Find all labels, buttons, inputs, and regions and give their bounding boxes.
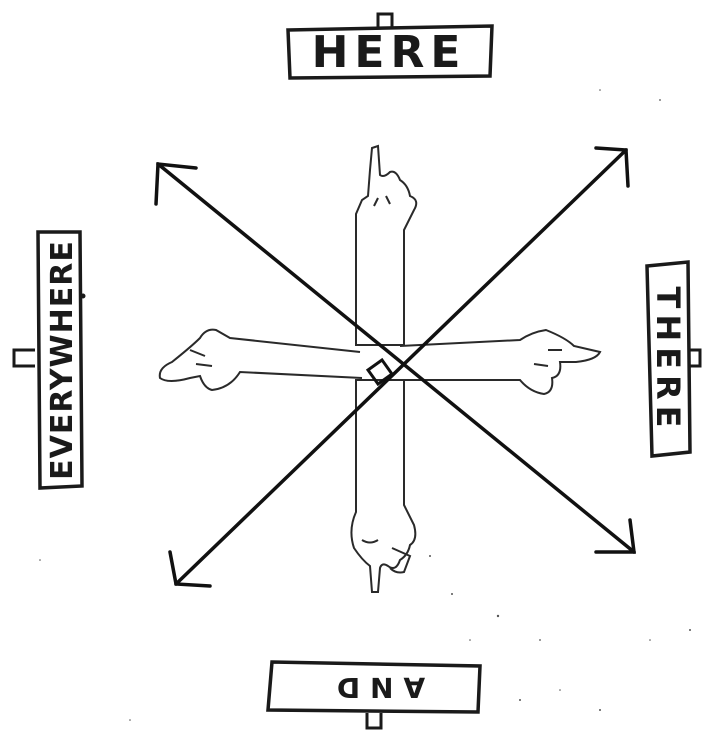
sign-top: HERE — [288, 14, 492, 78]
sign-label-here: HERE — [312, 27, 467, 78]
arrowhead-up-left-icon — [156, 164, 196, 204]
sign-label-everywhere: EVERYWHERE — [45, 240, 80, 480]
sign-right: THERE — [647, 262, 700, 456]
hand-pointing-left-icon — [160, 330, 362, 390]
sign-bottom: AND — [268, 662, 480, 728]
hand-pointing-down-icon — [351, 380, 415, 592]
sign-left: EVERYWHERE — [14, 232, 86, 488]
arrows — [156, 148, 634, 586]
sign-label-there: THERE — [649, 287, 687, 434]
arrow-line-nw-se — [158, 164, 634, 552]
arrow-line-ne-sw — [176, 150, 626, 584]
hand-pointing-up-icon — [356, 146, 416, 345]
sign-label-and: AND — [327, 671, 425, 704]
